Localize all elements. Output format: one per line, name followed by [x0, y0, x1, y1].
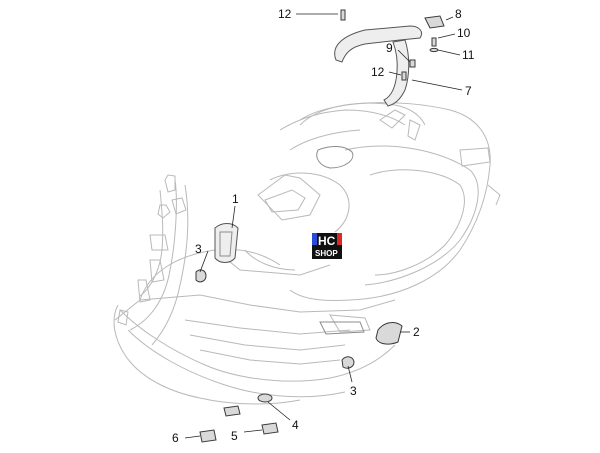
callout-label: 3: [350, 384, 357, 398]
callout-label: 10: [457, 26, 471, 40]
rubber-pad: [261, 422, 279, 435]
callout-label: 5: [231, 429, 238, 443]
rubber-pad: [199, 429, 217, 443]
callout-label: 11: [462, 48, 475, 62]
plug: [341, 356, 355, 369]
callout-label: 4: [292, 418, 299, 432]
leader-lines: [184, 13, 463, 439]
screw: [431, 37, 437, 47]
screw: [340, 9, 346, 21]
parts: [195, 9, 445, 443]
callout-label: 12: [371, 65, 385, 79]
callout-label: 8: [455, 7, 462, 21]
screw: [409, 59, 416, 68]
logo-line-1: HC: [318, 234, 336, 248]
callout-label: 7: [465, 84, 472, 98]
scooter-body-outline: [113, 102, 501, 405]
grommet: [257, 393, 273, 403]
callout-label: 12: [278, 7, 292, 21]
reflector-cap: [424, 15, 445, 29]
logo-line-2: SHOP: [315, 249, 338, 258]
side-cover: [375, 322, 403, 345]
luggage-rack: [334, 25, 423, 63]
front-cover: [214, 223, 239, 263]
callout-label: 2: [413, 325, 420, 339]
rubber-pad: [223, 405, 241, 417]
callout-label: 9: [386, 41, 393, 55]
luggage-rack-rail: [383, 39, 410, 107]
plug: [195, 269, 207, 283]
callouts: 12 8 10 9 11 12 7 1 3 2 3 4 5 6: [172, 7, 475, 445]
hc-shop-logo: HC SHOP: [312, 233, 342, 259]
callout-label: 1: [232, 192, 239, 206]
washer: [429, 47, 439, 53]
callout-label: 6: [172, 431, 179, 445]
callout-label: 3: [195, 242, 202, 256]
screw: [401, 71, 407, 81]
